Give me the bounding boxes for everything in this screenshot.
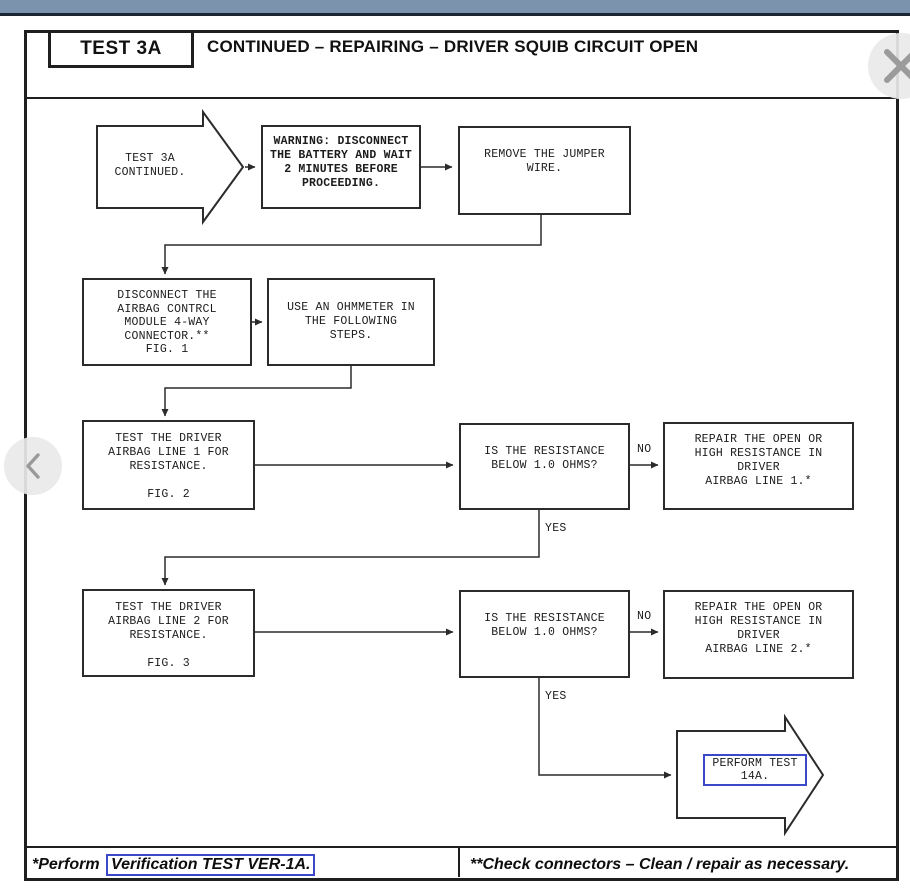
top-bar-border xyxy=(0,13,910,16)
yes-label-1: YES xyxy=(545,522,567,535)
close-icon xyxy=(884,49,910,83)
flow-box-disconnect-connector: DISCONNECT THE AIRBAG CONTRCL MODULE 4-W… xyxy=(82,278,252,366)
previous-page-button[interactable] xyxy=(4,437,62,495)
flow-box-warning: WARNING: DISCONNECT THE BATTERY AND WAIT… xyxy=(261,125,421,209)
footnote-check-connectors: **Check connectors – Clean / repair as n… xyxy=(470,855,850,873)
flow-box-decision1: IS THE RESISTANCE BELOW 1.0 OHMS? xyxy=(459,423,630,510)
page-title: CONTINUED – REPAIRING – DRIVER SQUIB CIR… xyxy=(207,37,699,56)
flow-box-test-line2: TEST THE DRIVER AIRBAG LINE 2 FOR RESIST… xyxy=(82,589,255,677)
flow-box-test-line1: TEST THE DRIVER AIRBAG LINE 1 FOR RESIST… xyxy=(82,420,255,510)
no-label-2: NO xyxy=(637,610,652,623)
flow-box-repair-line1: REPAIR THE OPEN OR HIGH RESISTANCE IN DR… xyxy=(663,422,854,510)
yes-label-2: YES xyxy=(545,690,567,703)
footer-separator xyxy=(24,846,896,848)
flow-box-repair-line2: REPAIR THE OPEN OR HIGH RESISTANCE IN DR… xyxy=(663,590,854,679)
header-separator xyxy=(24,97,896,99)
flow-box-decision2: IS THE RESISTANCE BELOW 1.0 OHMS? xyxy=(459,590,630,678)
flow-box-use-ohmmeter: USE AN OHMMETER IN THE FOLLOWING STEPS. xyxy=(267,278,435,366)
test-id-box: TEST 3A xyxy=(48,30,194,68)
perform-test-14a-link[interactable]: PERFORM TEST 14A. xyxy=(703,754,807,786)
window-top-bar xyxy=(0,0,910,13)
no-label-1: NO xyxy=(637,443,652,456)
flow-box-remove-jumper: REMOVE THE JUMPER WIRE. xyxy=(458,126,631,215)
verification-test-link[interactable]: Verification TEST VER-1A. xyxy=(106,853,316,876)
footer-divider xyxy=(458,846,460,877)
footnote-perform: *Perform Verification TEST VER-1A. xyxy=(32,851,316,878)
chevron-left-icon xyxy=(26,453,40,479)
test-id-label: TEST 3A xyxy=(80,38,162,59)
flow-start-label: TEST 3A CONTINUED. xyxy=(114,152,186,179)
footnote-perform-prefix: *Perform xyxy=(32,855,100,873)
